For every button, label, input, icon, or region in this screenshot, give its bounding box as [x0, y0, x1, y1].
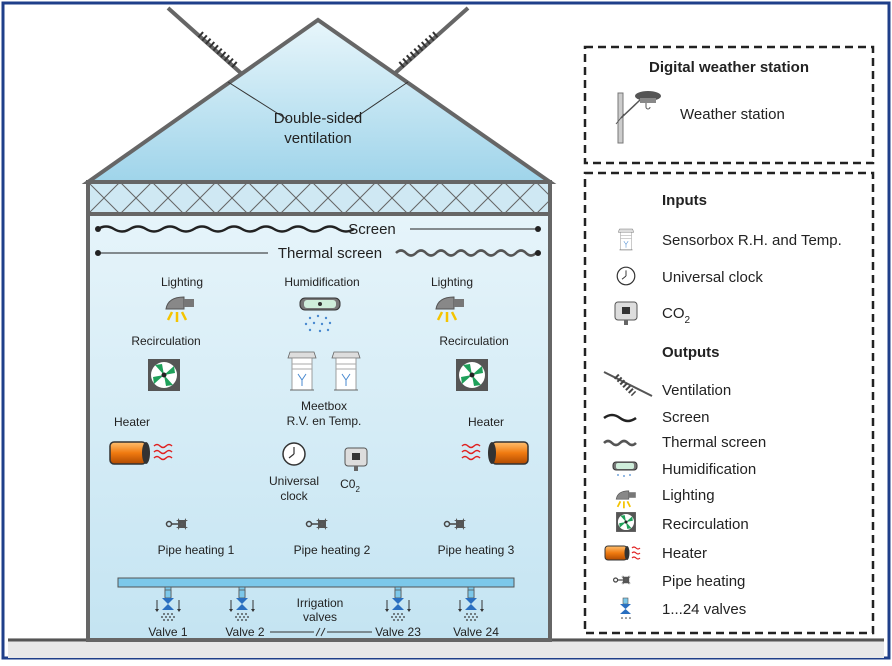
universal-clock-label-line1: Universal — [269, 474, 319, 488]
legend-ventilation-label: Ventilation — [662, 382, 731, 399]
legend-screen-icon — [603, 413, 637, 423]
pipe-heating-label-2: Pipe heating 2 — [294, 543, 371, 557]
co2-label: C02 — [340, 477, 360, 494]
legend-recirculation-label: Recirculation — [662, 516, 749, 533]
screen-label: Screen — [348, 221, 396, 238]
legend-recirculation-icon — [616, 512, 636, 532]
legend-humidification-label: Humidification — [662, 461, 756, 478]
greenhouse-roof — [81, 17, 557, 184]
heater-label-right: Heater — [468, 415, 504, 429]
pipe-heating-label-1: Pipe heating 1 — [158, 543, 235, 557]
roof-truss — [86, 180, 552, 216]
legend-clock-label: Universal clock — [662, 269, 763, 286]
legend-heater-icon — [604, 545, 641, 561]
irrigation-label-line2: valves — [303, 610, 337, 624]
weather-box-title: Digital weather station — [649, 59, 809, 76]
irrigation-label-line1: Irrigation — [297, 596, 344, 610]
weather-station-box — [583, 45, 875, 165]
legend-thermal-screen-label: Thermal screen — [662, 434, 766, 451]
legend-ventilation-icon — [603, 371, 653, 397]
valve-label-1: Valve 1 — [148, 625, 187, 639]
valve-label-24: Valve 24 — [453, 625, 499, 639]
legend-box — [583, 171, 875, 635]
legend-valves-label: 1...24 valves — [662, 601, 746, 618]
legend-humidification-icon — [612, 461, 638, 477]
meetbox-label-line2: R.V. en Temp. — [287, 414, 362, 428]
legend-lighting-label: Lighting — [662, 487, 715, 504]
valve-label-23: Valve 23 — [375, 625, 421, 639]
ground-strip — [8, 638, 884, 658]
recirculation-label-left: Recirculation — [131, 334, 200, 348]
thermal-screen-line — [95, 249, 541, 257]
legend-inputs-title: Inputs — [662, 192, 707, 209]
heater-icon-right — [461, 441, 529, 465]
heater-icon-left — [109, 441, 173, 465]
lighting-label-left: Lighting — [161, 275, 203, 289]
humidification-icon — [299, 297, 341, 333]
legend-screen-label: Screen — [662, 409, 710, 426]
heater-label-left: Heater — [114, 415, 150, 429]
weather-station-label: Weather station — [680, 106, 785, 123]
legend-clock-icon — [616, 266, 636, 286]
legend-sensorbox-icon — [618, 228, 634, 251]
universal-clock-icon — [282, 442, 306, 466]
valve-gap-break-line — [270, 627, 372, 637]
legend-valve-icon — [620, 597, 631, 619]
meetbox-label-line1: Meetbox — [301, 399, 347, 413]
lighting-label-right: Lighting — [431, 275, 473, 289]
weather-station-icon — [615, 91, 661, 144]
legend-pipe-heating-label: Pipe heating — [662, 573, 745, 590]
roof-label-line2: ventilation — [284, 130, 352, 147]
valve-label-2: Valve 2 — [225, 625, 264, 639]
roof-label-line1: Double-sided — [274, 110, 362, 127]
greenhouse-body — [86, 212, 552, 642]
legend-heater-label: Heater — [662, 545, 707, 562]
legend-co2-label: CO2 — [662, 305, 691, 326]
recirculation-label-right: Recirculation — [439, 334, 508, 348]
recirculation-fan-icon-right — [456, 359, 488, 391]
universal-clock-label-line2: clock — [280, 489, 308, 503]
humidification-label: Humidification — [284, 275, 359, 289]
legend-sensorbox-label: Sensorbox R.H. and Temp. — [662, 232, 842, 249]
recirculation-fan-icon-left — [148, 359, 180, 391]
legend-outputs-title: Outputs — [662, 344, 720, 361]
legend-thermal-screen-icon — [603, 439, 637, 447]
thermal-screen-label: Thermal screen — [278, 245, 382, 262]
meetbox-icon-left — [287, 351, 317, 391]
pipe-heating-label-3: Pipe heating 3 — [438, 543, 515, 557]
meetbox-icon-right — [331, 351, 361, 391]
screen-line — [95, 225, 541, 233]
